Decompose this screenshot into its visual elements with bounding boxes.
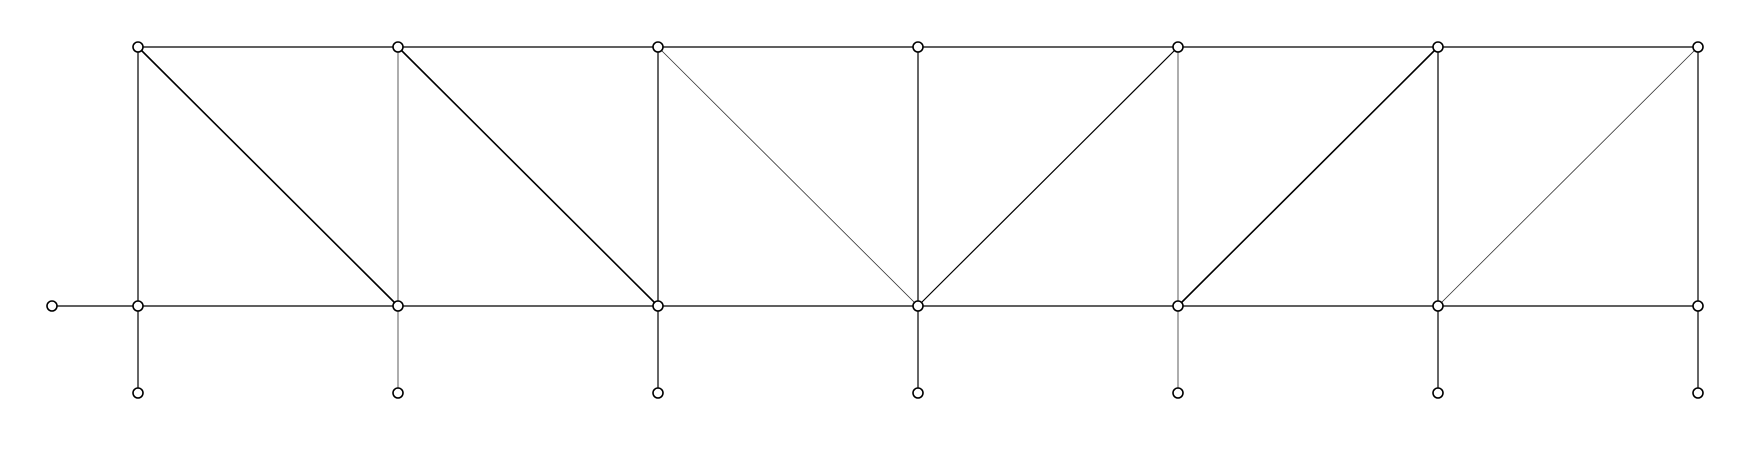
node-t6: [1692, 41, 1704, 53]
node-b2: [652, 300, 664, 312]
node-t5: [1432, 41, 1444, 53]
member-t5-b4: [1177, 46, 1439, 307]
node-b0: [132, 300, 144, 312]
node-t3: [912, 41, 924, 53]
node-b4: [1172, 300, 1184, 312]
member-t6-b5: [1437, 46, 1699, 307]
node-s2: [652, 387, 664, 399]
node-s5: [1432, 387, 1444, 399]
node-s6: [1692, 387, 1704, 399]
node-b_left: [46, 300, 58, 312]
node-b1: [392, 300, 404, 312]
node-b3: [912, 300, 924, 312]
node-t4: [1172, 41, 1184, 53]
member-t0-b1: [137, 46, 399, 307]
node-t2: [652, 41, 664, 53]
truss-nodes: [46, 41, 1704, 399]
member-t2-b3: [657, 46, 919, 307]
truss-members: [51, 46, 1699, 394]
node-s0: [132, 387, 144, 399]
node-b6: [1692, 300, 1704, 312]
node-t1: [392, 41, 404, 53]
node-t0: [132, 41, 144, 53]
member-t4-b3: [917, 46, 1179, 307]
node-s4: [1172, 387, 1184, 399]
node-s1: [392, 387, 404, 399]
node-s3: [912, 387, 924, 399]
node-b5: [1432, 300, 1444, 312]
member-t1-b2: [397, 46, 659, 307]
